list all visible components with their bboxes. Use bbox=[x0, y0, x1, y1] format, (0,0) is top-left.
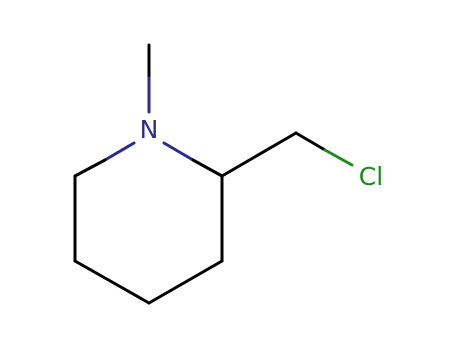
nitrogen-atom-label: N bbox=[140, 115, 159, 144]
bond-n-c6-hetero bbox=[103, 141, 136, 162]
bond-c2-ch2 bbox=[220, 131, 298, 178]
bond-ch2-cl-hetero bbox=[323, 148, 354, 167]
bond-n-c2-hetero bbox=[162, 141, 195, 162]
bond-c4-c3 bbox=[147, 259, 224, 305]
bond-n-c2 bbox=[191, 158, 224, 178]
bond-n-c6 bbox=[73, 158, 107, 178]
chlorine-atom-label: Cl bbox=[359, 162, 383, 191]
bond-ch2-cl bbox=[294, 131, 327, 152]
bond-c5-c4 bbox=[73, 259, 151, 305]
